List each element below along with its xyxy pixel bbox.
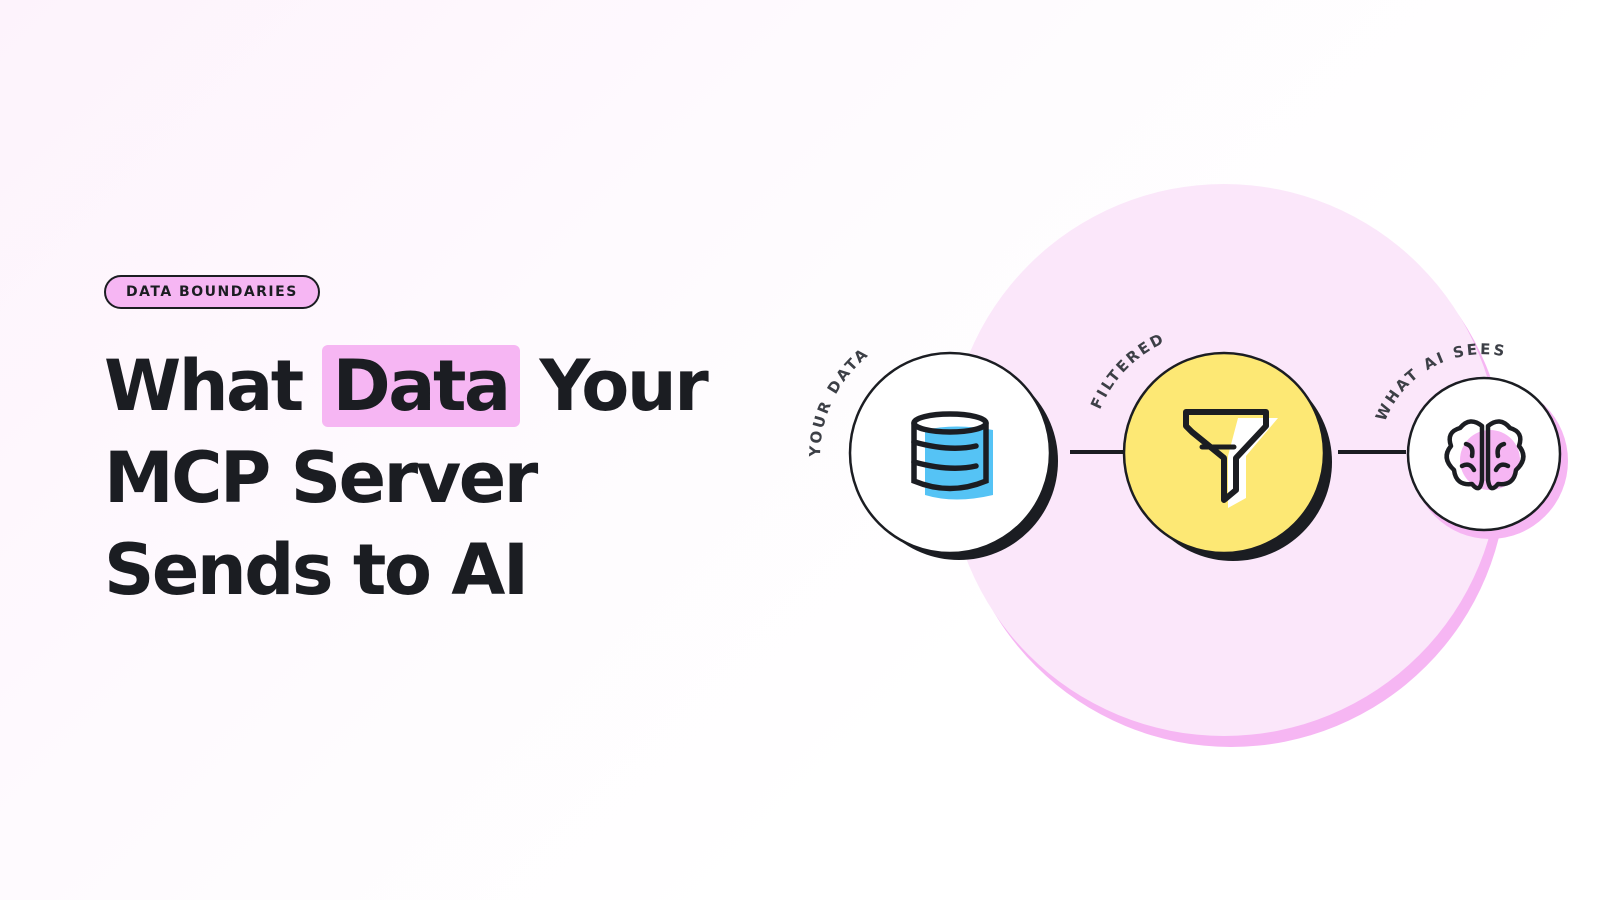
title-line-3: Sends to AI [104,529,529,611]
funnel-icon [1183,409,1278,508]
title-word-your: Your [539,345,709,427]
category-badge: DATA BOUNDARIES [104,275,320,309]
category-badge-label: DATA BOUNDARIES [126,284,298,300]
title-highlight-data: Data [321,345,520,427]
title-line-2: MCP Server [104,437,538,519]
brain-icon [1444,419,1526,491]
step-filtered-circle [1122,351,1326,555]
step-what-ai-sees: WHAT AI SEES [1372,340,1568,539]
page-title: What Data Your MCP Server Sends to AI [104,340,709,616]
title-line-1: What Data Your [104,340,709,432]
title-word-what: What [104,345,304,427]
step-your-data: YOUR DATA [806,344,1058,560]
database-icon [911,411,993,500]
